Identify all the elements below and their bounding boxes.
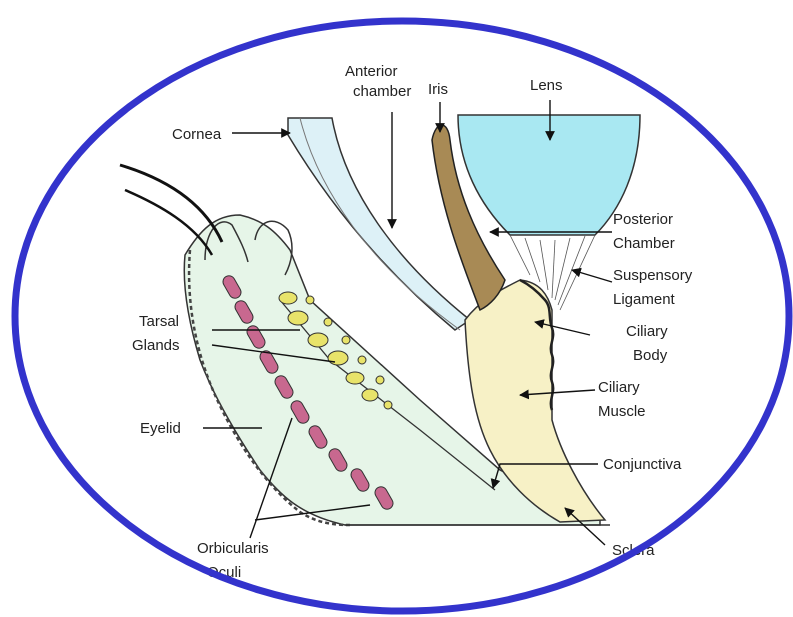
label-orbicularis-oculi-1: Orbicularis	[197, 540, 269, 557]
label-tarsal-glands-2: Glands	[132, 337, 180, 354]
label-cornea: Cornea	[172, 126, 222, 143]
label-ciliary-body-1: Ciliary	[626, 323, 668, 340]
label-tarsal-glands-1: Tarsal	[139, 313, 179, 330]
label-posterior-chamber-1: Posterior	[613, 211, 673, 228]
label-eyelid: Eyelid	[140, 420, 181, 437]
label-ciliary-body-2: Body	[633, 347, 668, 364]
label-posterior-chamber-2: Chamber	[613, 235, 675, 252]
label-anterior-chamber-2: chamber	[353, 83, 411, 100]
suspensory-ligament-leader	[572, 270, 612, 282]
label-anterior-chamber-1: Anterior	[345, 63, 398, 80]
label-iris: Iris	[428, 81, 448, 98]
label-conjunctiva: Conjunctiva	[603, 456, 682, 473]
label-suspensory-ligament-1: Suspensory	[613, 267, 693, 284]
label-suspensory-ligament-2: Ligament	[613, 291, 676, 308]
label-ciliary-muscle-2: Muscle	[598, 403, 646, 420]
label-ciliary-muscle-1: Ciliary	[598, 379, 640, 396]
label-lens: Lens	[530, 77, 563, 94]
